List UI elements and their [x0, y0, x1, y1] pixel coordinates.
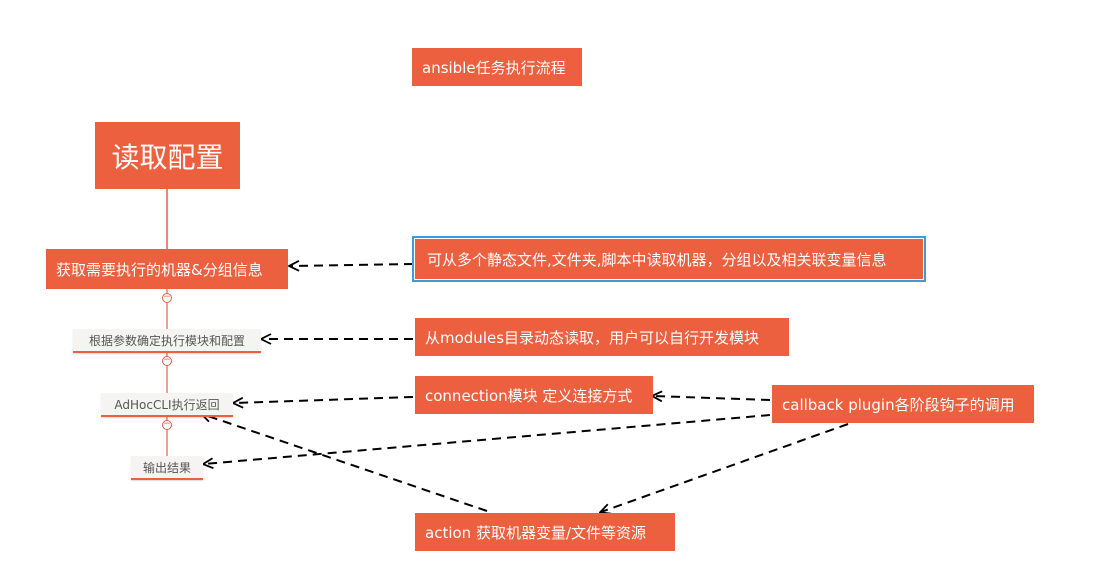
note-inventory[interactable]: 可从多个静态文件,文件夹,脚本中读取机器，分组以及相关联变量信息	[412, 236, 926, 282]
step-output-result[interactable]: 输出结果	[131, 456, 203, 480]
note-connection[interactable]: connection模块 定义连接方式	[415, 376, 653, 414]
collapse-toggle-1[interactable]: −	[162, 292, 172, 303]
step-determine-module[interactable]: 根据参数确定执行模块和配置	[73, 329, 261, 353]
diagram-title[interactable]: ansible任务执行流程	[412, 48, 582, 86]
step-get-hosts[interactable]: 获取需要执行的机器&分组信息	[46, 249, 288, 289]
arrow-action-to-adhoc	[202, 414, 488, 512]
note-action[interactable]: action 获取机器变量/文件等资源	[415, 513, 675, 551]
arrow-inventory-to-hosts	[290, 264, 414, 266]
collapse-toggle-2[interactable]: −	[162, 355, 172, 366]
note-modules[interactable]: 从modules目录动态读取，用户可以自行开发模块	[415, 318, 789, 356]
step-adhoc-execute[interactable]: AdHocCLI执行返回	[101, 393, 233, 417]
root-node[interactable]: 读取配置	[95, 122, 240, 189]
arrow-connection-to-adhoc	[234, 396, 414, 403]
arrow-callback-to-action	[601, 423, 849, 512]
arrow-callback-to-output	[204, 414, 771, 464]
note-callback[interactable]: callback plugin各阶段钩子的调用	[772, 385, 1034, 423]
collapse-toggle-3[interactable]: −	[162, 419, 172, 430]
arrow-callback-to-connection	[653, 396, 771, 400]
